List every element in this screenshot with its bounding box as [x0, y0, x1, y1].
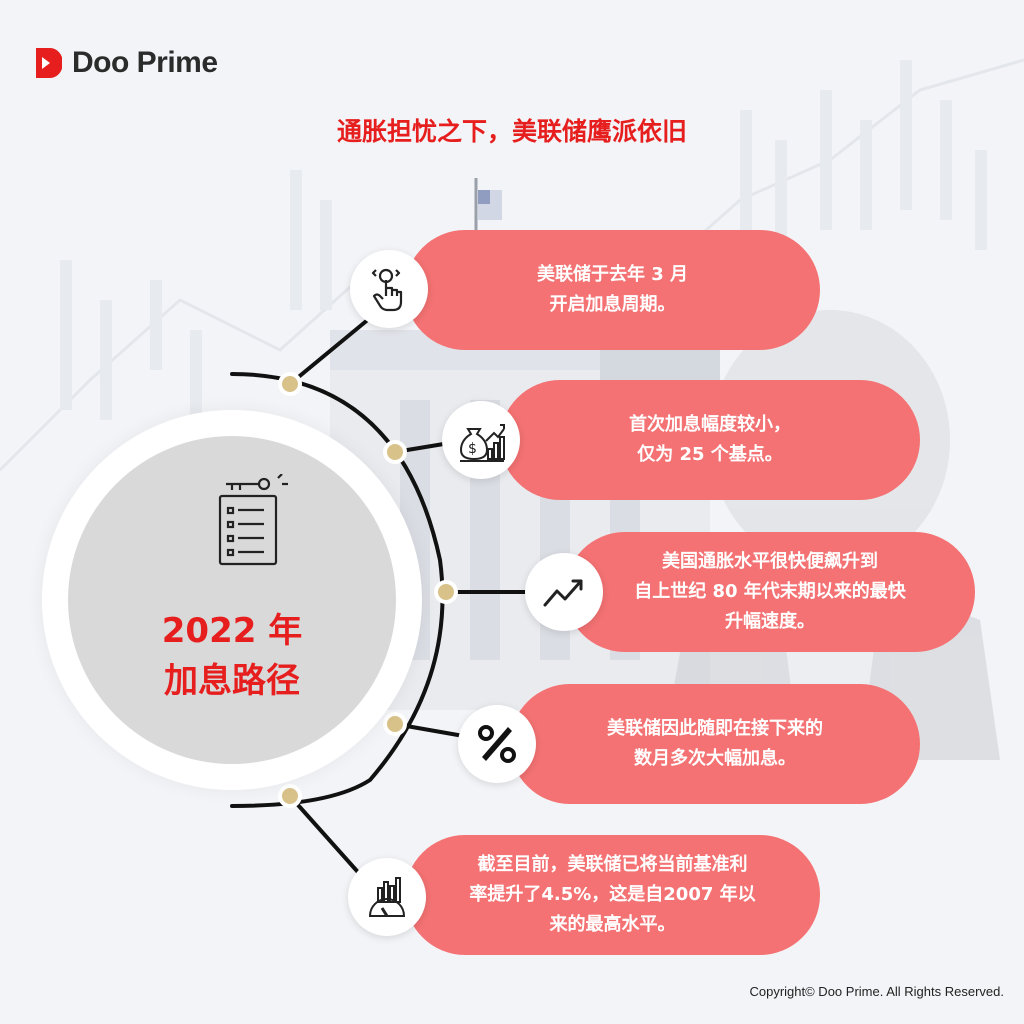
timeline-pill-2: 首次加息幅度较小， 仅为 25 个基点。 [500, 380, 920, 500]
pill-3-line-3: 升幅速度。 [725, 611, 815, 632]
brand-logo: Doo Prime [36, 46, 218, 80]
timeline-icon-4 [458, 705, 536, 783]
checklist-key-icon [218, 474, 288, 566]
pill-5-line-3: 来的最高水平。 [549, 914, 676, 935]
pill-3-line-1: 美国通胀水平很快便飙升到 [662, 551, 878, 572]
timeline-pill-3: 美国通胀水平很快便飙升到 自上世纪 80 年代末期以来的最快 升幅速度。 [565, 532, 975, 652]
pill-2-line-2: 仅为 25 个基点。 [637, 444, 783, 465]
money-bag-growth-icon: $ [459, 424, 505, 462]
pill-1-line-1: 美联储于去年 3 月 [536, 264, 689, 285]
pill-2-line-1: 首次加息幅度较小， [629, 414, 791, 435]
center-title-line2: 加息路径 [164, 661, 300, 701]
pill-4-line-2: 数月多次大幅加息。 [634, 748, 796, 769]
pill-1-line-2: 开启加息周期。 [549, 294, 676, 315]
center-title: 2022 年 加息路径 [68, 606, 396, 706]
timeline-icon-1 [350, 250, 428, 328]
timeline-pill-4: 美联储因此随即在接下来的 数月多次大幅加息。 [510, 684, 920, 804]
gauge-chart-icon [368, 877, 406, 917]
svg-text:$: $ [468, 441, 477, 457]
timeline-icon-5 [348, 858, 426, 936]
center-title-line1: 2022 年 [161, 611, 303, 651]
trend-up-icon [543, 579, 583, 607]
timeline-pill-5: 截至目前，美联储已将当前基准利 率提升了4.5%，这是自2007 年以 来的最高… [405, 835, 820, 955]
headline: 通胀担忧之下，美联储鹰派依旧 [336, 117, 687, 146]
timeline-icon-3 [525, 553, 603, 631]
percent-icon [478, 725, 516, 763]
doo-prime-logo-icon [36, 48, 62, 78]
timeline-icon-2: $ [442, 401, 520, 479]
pill-3-line-2: 自上世纪 80 年代末期以来的最快 [634, 581, 906, 602]
brand-name: Doo Prime [72, 46, 218, 79]
center-inner-circle: 2022 年 加息路径 [68, 436, 396, 764]
copyright-text: Copyright© Doo Prime. All Rights Reserve… [749, 984, 1004, 999]
pill-5-line-2: 率提升了4.5%，这是自2007 年以 [469, 884, 756, 905]
timeline-pill-1: 美联储于去年 3 月 开启加息周期。 [405, 230, 820, 350]
pill-4-line-1: 美联储因此随即在接下来的 [607, 718, 823, 739]
center-circle: 2022 年 加息路径 [42, 410, 422, 790]
hand-tap-icon [371, 268, 403, 312]
pill-5-line-1: 截至目前，美联储已将当前基准利 [477, 854, 748, 875]
